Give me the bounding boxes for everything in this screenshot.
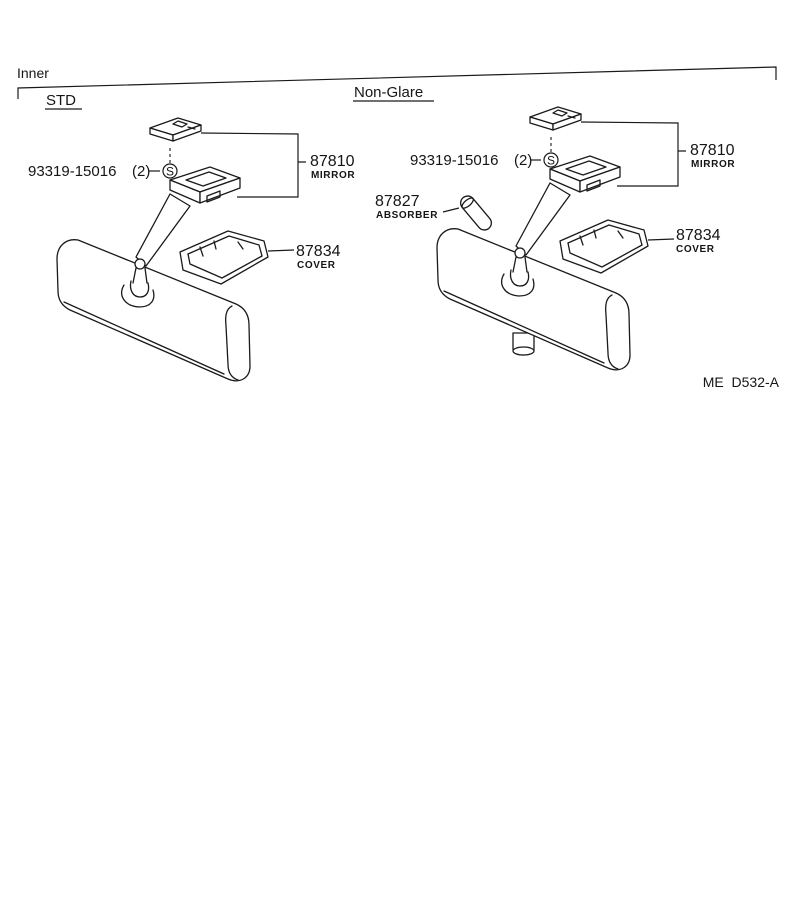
std-mirror-bottom-edge xyxy=(63,301,225,375)
std-mirror-name: MIRROR xyxy=(311,170,355,181)
non-glare-mirror-bottom-edge xyxy=(443,290,605,364)
non-glare-cover-detail xyxy=(579,229,624,246)
non-glare-mirror-stem xyxy=(515,182,571,256)
std-mirror-socket xyxy=(121,284,155,308)
std-cover-detail xyxy=(199,240,244,257)
std-mirror-ball xyxy=(134,258,146,270)
std-cover-inner-floor xyxy=(187,253,263,279)
non-glare-mirror-rim-line xyxy=(605,294,619,370)
non-glare-mirror-leader xyxy=(580,121,686,187)
non-glare-mirror-name: MIRROR xyxy=(691,159,735,170)
std-cover-name: COVER xyxy=(297,260,336,271)
std-mount-window xyxy=(206,190,221,203)
std-mount-recess xyxy=(185,171,227,187)
non-glare-absorber-part-number[interactable]: 87827 xyxy=(375,193,420,210)
non-glare-absorber-end xyxy=(461,197,474,209)
section-bracket-line xyxy=(17,66,777,99)
std-mirror-leader xyxy=(200,132,306,198)
std-illustration xyxy=(56,117,269,382)
std-mirror-rim-line xyxy=(225,305,239,381)
non-glare-plate-tab xyxy=(552,109,576,119)
non-glare-screw-part-number[interactable]: 93319-15016 xyxy=(410,152,498,169)
std-screw-quantity: (2) xyxy=(132,163,150,180)
non-glare-mirror-socket-inner xyxy=(509,269,530,287)
std-mirror-socket-inner xyxy=(129,280,150,298)
non-glare-cover-name: COVER xyxy=(676,244,715,255)
std-title: STD xyxy=(46,92,76,109)
non-glare-cover-inner-floor xyxy=(567,242,643,268)
non-glare-mirror-body xyxy=(436,228,631,371)
non-glare-cover-inner-rim xyxy=(567,224,643,246)
non-glare-absorber-leader xyxy=(442,207,460,213)
std-screw-symbol: S xyxy=(166,165,174,179)
non-glare-title: Non-Glare xyxy=(354,84,423,101)
non-glare-cover-part-number[interactable]: 87834 xyxy=(676,227,721,244)
non-glare-screw-symbol: S xyxy=(547,154,555,168)
non-glare-mirror-socket xyxy=(501,273,535,297)
std-plate-tab xyxy=(172,120,196,130)
std-mirror-neck xyxy=(132,267,148,284)
std-cover-inner-rim xyxy=(187,235,263,257)
non-glare-absorber-name: ABSORBER xyxy=(376,210,438,221)
figure-code: ME D532-A xyxy=(703,374,780,390)
std-cover-leader xyxy=(267,249,295,252)
std-screw-part-number[interactable]: 93319-15016 xyxy=(28,163,116,180)
std-cover-part-number[interactable]: 87834 xyxy=(296,243,341,260)
non-glare-screw-quantity: (2) xyxy=(514,152,532,169)
non-glare-mirror-neck xyxy=(512,256,528,273)
std-cover xyxy=(179,230,269,285)
non-glare-mirror-knob-end xyxy=(512,346,535,356)
std-screw-symbol-circle xyxy=(162,163,178,179)
non-glare-absorber xyxy=(459,195,493,231)
non-glare-mount-recess xyxy=(565,160,607,176)
std-mirror-part-number[interactable]: 87810 xyxy=(310,153,355,170)
non-glare-screw-symbol-circle xyxy=(543,152,559,168)
non-glare-absorber-body xyxy=(459,195,493,231)
non-glare-illustration xyxy=(436,106,649,371)
non-glare-mount-window xyxy=(586,179,601,192)
non-glare-cover-leader xyxy=(647,238,675,241)
section-label: Inner xyxy=(17,65,49,81)
std-mirror-stem xyxy=(135,193,191,267)
non-glare-mirror-part-number[interactable]: 87810 xyxy=(690,142,735,159)
std-mirror-body xyxy=(56,239,251,382)
non-glare-mirror-ball xyxy=(514,247,526,259)
non-glare-cover xyxy=(559,219,649,274)
